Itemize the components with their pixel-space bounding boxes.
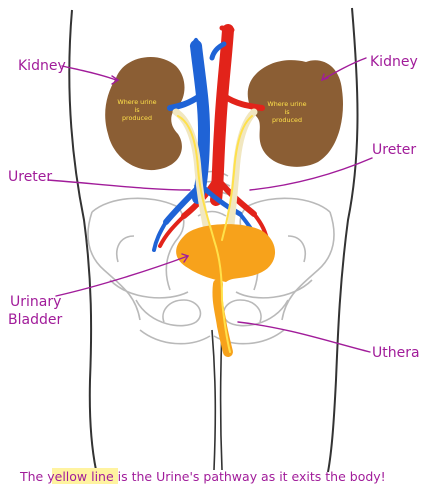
caption-part1: The [19, 469, 47, 484]
label-bladder-line2: Bladder [8, 312, 62, 328]
caption: The yellow line is the Urine's pathway a… [19, 469, 386, 484]
body-outline-left [68, 9, 97, 471]
kidney-left-shape [105, 56, 185, 171]
body-outline-right [327, 7, 359, 473]
label-ureter-left: Ureter [8, 169, 52, 185]
kidney-left-text-3: produced [122, 114, 152, 122]
leg-inner-right [219, 329, 223, 471]
label-urethra: Uthera [372, 345, 420, 361]
urethra-tube [212, 279, 233, 357]
label-pointers [47, 57, 373, 353]
label-kidney-right: Kidney [370, 54, 418, 70]
caption-part2: is the Urine's pathway as it exits the b… [114, 469, 386, 484]
caption-highlight [52, 468, 118, 484]
label-kidney-left: Kidney [18, 58, 66, 74]
caption-highlight-text: yellow line [47, 469, 114, 484]
bladder-shape [176, 224, 276, 282]
kidney-right-text-3: produced [272, 116, 302, 124]
artery-top-stubs [219, 25, 235, 33]
kidney-left-text-2: is [134, 106, 140, 114]
kidney-right-shape [247, 60, 343, 167]
label-bladder-line1: Urinary [10, 294, 61, 310]
leg-inner-left [211, 329, 217, 471]
kidney-left-text-1: Where urine [117, 98, 156, 106]
urine-pathway [177, 115, 253, 353]
label-ureter-right: Ureter [372, 142, 416, 158]
kidney-right-text-1: Where urine [267, 100, 306, 108]
kidney-right-text-2: is [284, 108, 290, 116]
